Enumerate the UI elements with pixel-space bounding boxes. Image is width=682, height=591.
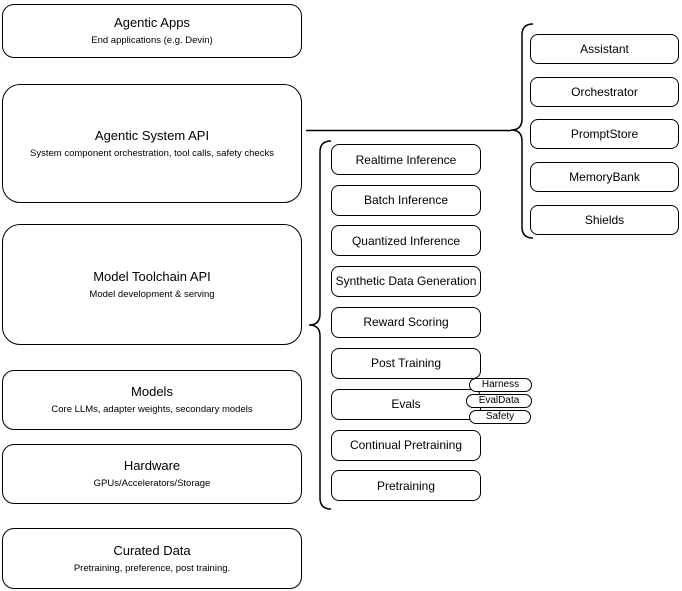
toolchain-group-brace — [308, 140, 332, 510]
node-curated-data: Curated Data Pretraining, preference, po… — [2, 528, 302, 589]
node-subtitle: GPUs/Accelerators/Storage — [93, 478, 211, 489]
node-title: Model Toolchain API — [93, 268, 211, 284]
node-shields: Shields — [530, 205, 679, 235]
node-subtitle: Model development & serving — [89, 288, 215, 300]
tag-evaldata: EvalData — [466, 393, 532, 408]
node-subtitle: System component orchestration, tool cal… — [30, 147, 274, 159]
node-hardware: Hardware GPUs/Accelerators/Storage — [2, 444, 302, 504]
node-reward-scoring: Reward Scoring — [331, 306, 481, 338]
node-realtime-inference: Realtime Inference — [331, 144, 481, 175]
node-agentic-system-api: Agentic System API System component orch… — [2, 84, 302, 203]
system-components-brace — [510, 23, 534, 239]
node-orchestrator: Orchestrator — [530, 77, 679, 107]
node-batch-inference: Batch Inference — [331, 184, 481, 216]
node-evals: Evals — [331, 388, 481, 420]
node-memorybank: MemoryBank — [530, 162, 679, 192]
node-pretraining: Pretraining — [331, 470, 481, 501]
node-title: Curated Data — [113, 542, 191, 558]
node-subtitle: Pretraining, preference, post training. — [73, 562, 231, 574]
tag-safety: Safety — [469, 409, 531, 424]
node-quantized-inference: Quantized Inference — [331, 225, 481, 256]
node-subtitle: Core LLMs, adapter weights, secondary mo… — [51, 404, 253, 415]
node-title: Models — [131, 384, 173, 399]
node-agentic-apps: Agentic Apps End applications (e.g. Devi… — [2, 4, 302, 58]
node-assistant: Assistant — [530, 34, 679, 64]
node-model-toolchain-api: Model Toolchain API Model development & … — [2, 224, 302, 345]
node-models: Models Core LLMs, adapter weights, secon… — [2, 370, 302, 430]
tag-harness: Harness — [469, 377, 532, 392]
node-post-training: Post Training — [331, 347, 481, 379]
node-title: Agentic Apps — [114, 15, 190, 30]
node-subtitle: End applications (e.g. Devin) — [91, 35, 213, 46]
node-promptstore: PromptStore — [530, 119, 679, 149]
node-synthetic-data-generation: Synthetic Data Generation — [331, 265, 481, 297]
node-title: Hardware — [123, 458, 181, 473]
node-title: Agentic System API — [94, 127, 210, 143]
node-continual-pretraining: Continual Pretraining — [331, 429, 481, 461]
